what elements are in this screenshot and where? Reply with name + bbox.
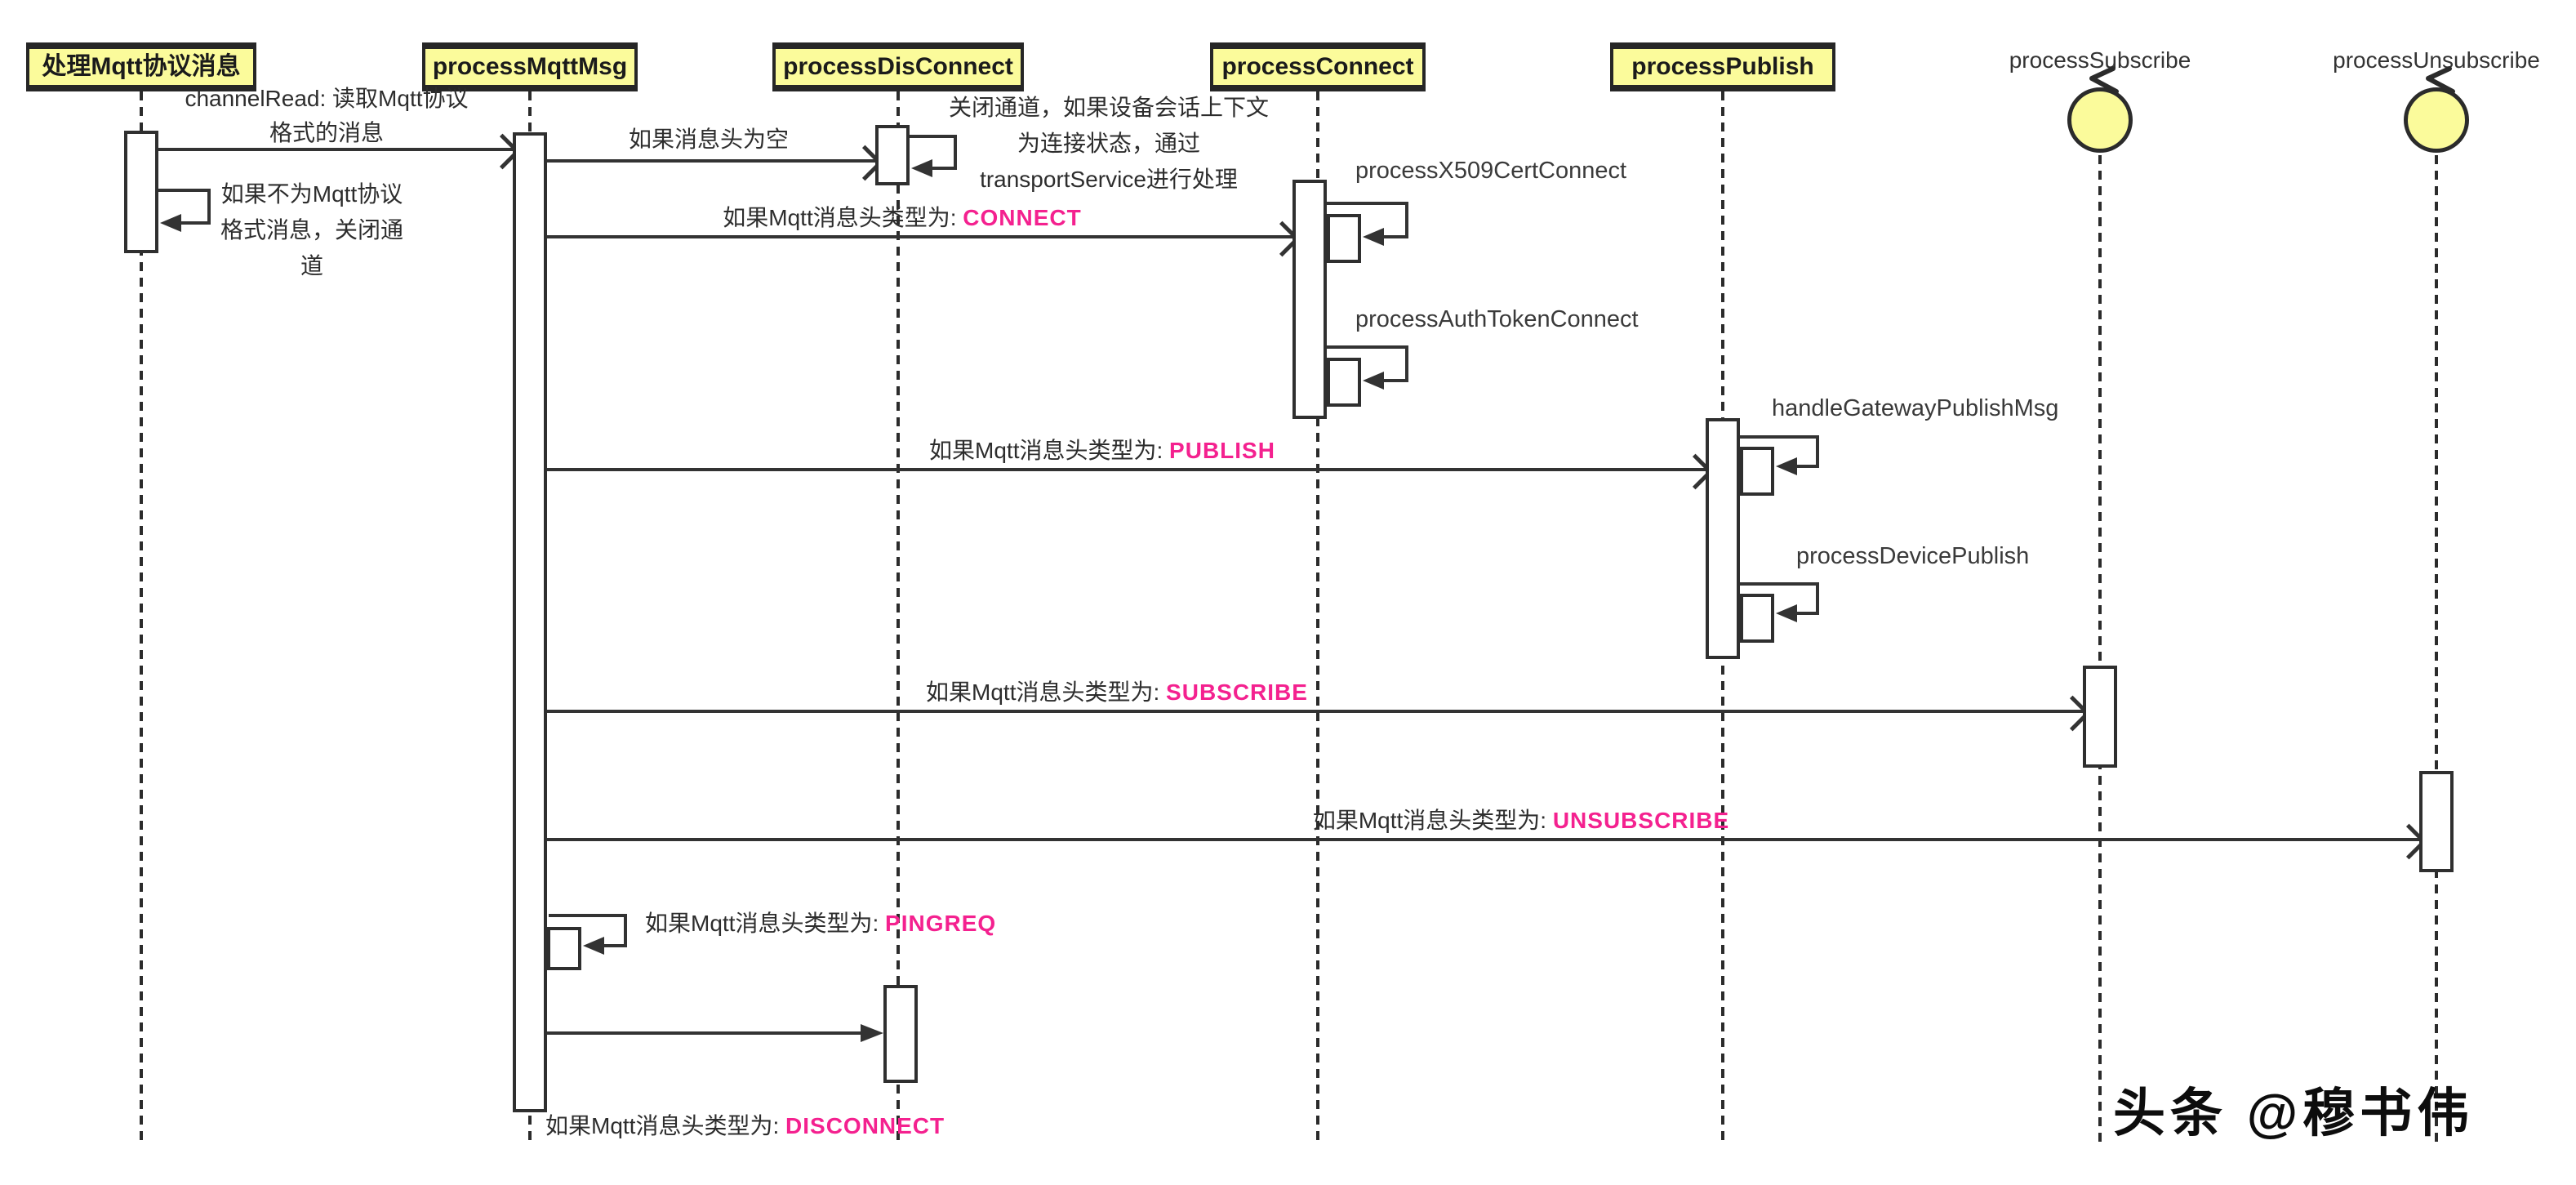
control-arrow-icon xyxy=(2426,66,2455,94)
arrow-channel-read xyxy=(158,148,513,151)
loop-disconnect-arrowhead xyxy=(911,159,932,177)
activation-process-publish xyxy=(1706,418,1740,659)
arrow-unsubscribe xyxy=(547,838,2419,841)
label-msg-subscribe-prefix: 如果Mqtt消息头类型为: xyxy=(926,679,1167,705)
label-msg-disconnect: 如果Mqtt消息头类型为: DISCONNECT xyxy=(545,1109,945,1143)
actor-process-connect: processConnect xyxy=(1210,42,1426,91)
watermark: 头条 @穆书伟 xyxy=(2113,1084,2475,1143)
actor-handler: 处理Mqtt协议消息 xyxy=(26,42,256,91)
label-msg-pingreq-keyword: PINGREQ xyxy=(885,911,997,936)
loop-handler-arrowhead xyxy=(160,214,181,232)
loop-handler xyxy=(158,189,211,225)
label-empty-header: 如果消息头为空 xyxy=(628,127,790,152)
lifeline-process-unsubscribe xyxy=(2435,155,2438,1143)
loop-pingreq-arrowhead xyxy=(583,937,604,955)
activation-process-mqtt-msg xyxy=(513,132,547,1112)
arrow-connect xyxy=(547,235,1292,238)
loop-auth-token-return xyxy=(1382,379,1408,382)
label-channel-read: channelRead: 读取Mqtt协议格式的消息 xyxy=(185,86,469,145)
label-gateway-publish: handleGatewayPublishMsg xyxy=(1772,395,2059,421)
actor-process-subscribe-label: processSubscribe xyxy=(2009,47,2191,73)
label-msg-disconnect-keyword: DISCONNECT xyxy=(785,1113,945,1138)
activation-auth-token xyxy=(1327,358,1361,407)
label-msg-pingreq: 如果Mqtt消息头类型为: PINGREQ xyxy=(645,907,996,941)
label-msg-connect-prefix: 如果Mqtt消息头类型为: xyxy=(723,205,963,230)
label-msg-unsubscribe-prefix: 如果Mqtt消息头类型为: xyxy=(1312,808,1553,833)
arrow-subscribe xyxy=(547,710,2083,713)
label-msg-connect: 如果Mqtt消息头类型为: CONNECT xyxy=(723,201,1081,235)
label-not-mqtt: 如果不为Mqtt协议格式消息，关闭通道 xyxy=(220,181,403,278)
loop-handler-return xyxy=(181,221,211,225)
loop-x509 xyxy=(1327,202,1408,238)
label-device-publish: processDevicePublish xyxy=(1796,543,2030,569)
label-msg-publish-keyword: PUBLISH xyxy=(1169,438,1275,463)
loop-gateway-publish-arrowhead xyxy=(1776,457,1797,475)
activation-process-unsubscribe xyxy=(2419,771,2454,872)
activation-disconnect-2 xyxy=(883,985,918,1083)
activation-handler xyxy=(124,131,158,253)
loop-device-publish-return xyxy=(1795,612,1819,615)
process-unsubscribe-control-icon xyxy=(2404,87,2469,153)
actor-process-mqtt-msg: processMqttMsg xyxy=(422,42,638,91)
activation-disconnect-1 xyxy=(875,125,910,185)
lifeline-process-disconnect xyxy=(896,91,900,1143)
loop-gateway-publish xyxy=(1740,435,1819,468)
lifeline-process-subscribe xyxy=(2098,155,2102,1143)
loop-pingreq xyxy=(549,914,627,947)
loop-auth-token xyxy=(1327,345,1408,382)
label-msg-unsubscribe: 如果Mqtt消息头类型为: UNSUBSCRIBE xyxy=(1313,804,1729,838)
loop-disconnect-return xyxy=(932,167,957,170)
loop-disconnect xyxy=(910,135,957,170)
arrow-publish xyxy=(547,468,1706,471)
lifeline-process-connect xyxy=(1316,91,1319,1143)
loop-device-publish xyxy=(1740,582,1819,615)
activation-process-subscribe xyxy=(2083,666,2117,768)
label-x509: processX509CertConnect xyxy=(1355,158,1627,184)
loop-device-publish-arrowhead xyxy=(1776,604,1797,622)
label-auth-token: processAuthTokenConnect xyxy=(1355,306,1639,332)
arrow-disconnect xyxy=(547,1031,862,1035)
label-msg-disconnect-prefix: 如果Mqtt消息头类型为: xyxy=(545,1113,786,1138)
control-arrow-icon xyxy=(2089,66,2119,94)
activation-gateway-publish xyxy=(1740,447,1774,496)
activation-pingreq xyxy=(547,927,581,970)
loop-x509-arrowhead xyxy=(1363,228,1384,246)
label-msg-publish-prefix: 如果Mqtt消息头类型为: xyxy=(929,438,1170,463)
arrowhead-disconnect xyxy=(861,1024,883,1042)
actor-process-publish: processPublish xyxy=(1610,42,1835,91)
loop-auth-token-arrowhead xyxy=(1363,372,1384,390)
lifeline-handler xyxy=(140,91,143,1143)
label-msg-unsubscribe-keyword: UNSUBSCRIBE xyxy=(1552,808,1730,833)
arrow-empty-header xyxy=(547,159,875,163)
loop-pingreq-return xyxy=(604,944,627,947)
process-subscribe-control-icon xyxy=(2067,87,2133,153)
activation-x509 xyxy=(1327,214,1361,263)
actor-process-unsubscribe-label: processUnsubscribe xyxy=(2333,47,2540,73)
loop-x509-return xyxy=(1382,235,1408,238)
label-msg-subscribe-keyword: SUBSCRIBE xyxy=(1166,679,1308,705)
label-close-channel-note: 关闭通道，如果设备会话上下文为连接状态，通过transportService进行… xyxy=(948,95,1269,192)
activation-device-publish xyxy=(1740,594,1774,643)
loop-gateway-publish-return xyxy=(1795,465,1819,468)
label-msg-subscribe: 如果Mqtt消息头类型为: SUBSCRIBE xyxy=(926,675,1308,710)
actor-process-disconnect: processDisConnect xyxy=(772,42,1024,91)
label-msg-publish: 如果Mqtt消息头类型为: PUBLISH xyxy=(929,434,1275,468)
label-msg-connect-keyword: CONNECT xyxy=(963,205,1082,230)
label-msg-pingreq-prefix: 如果Mqtt消息头类型为: xyxy=(645,911,886,936)
activation-process-connect xyxy=(1292,180,1327,419)
